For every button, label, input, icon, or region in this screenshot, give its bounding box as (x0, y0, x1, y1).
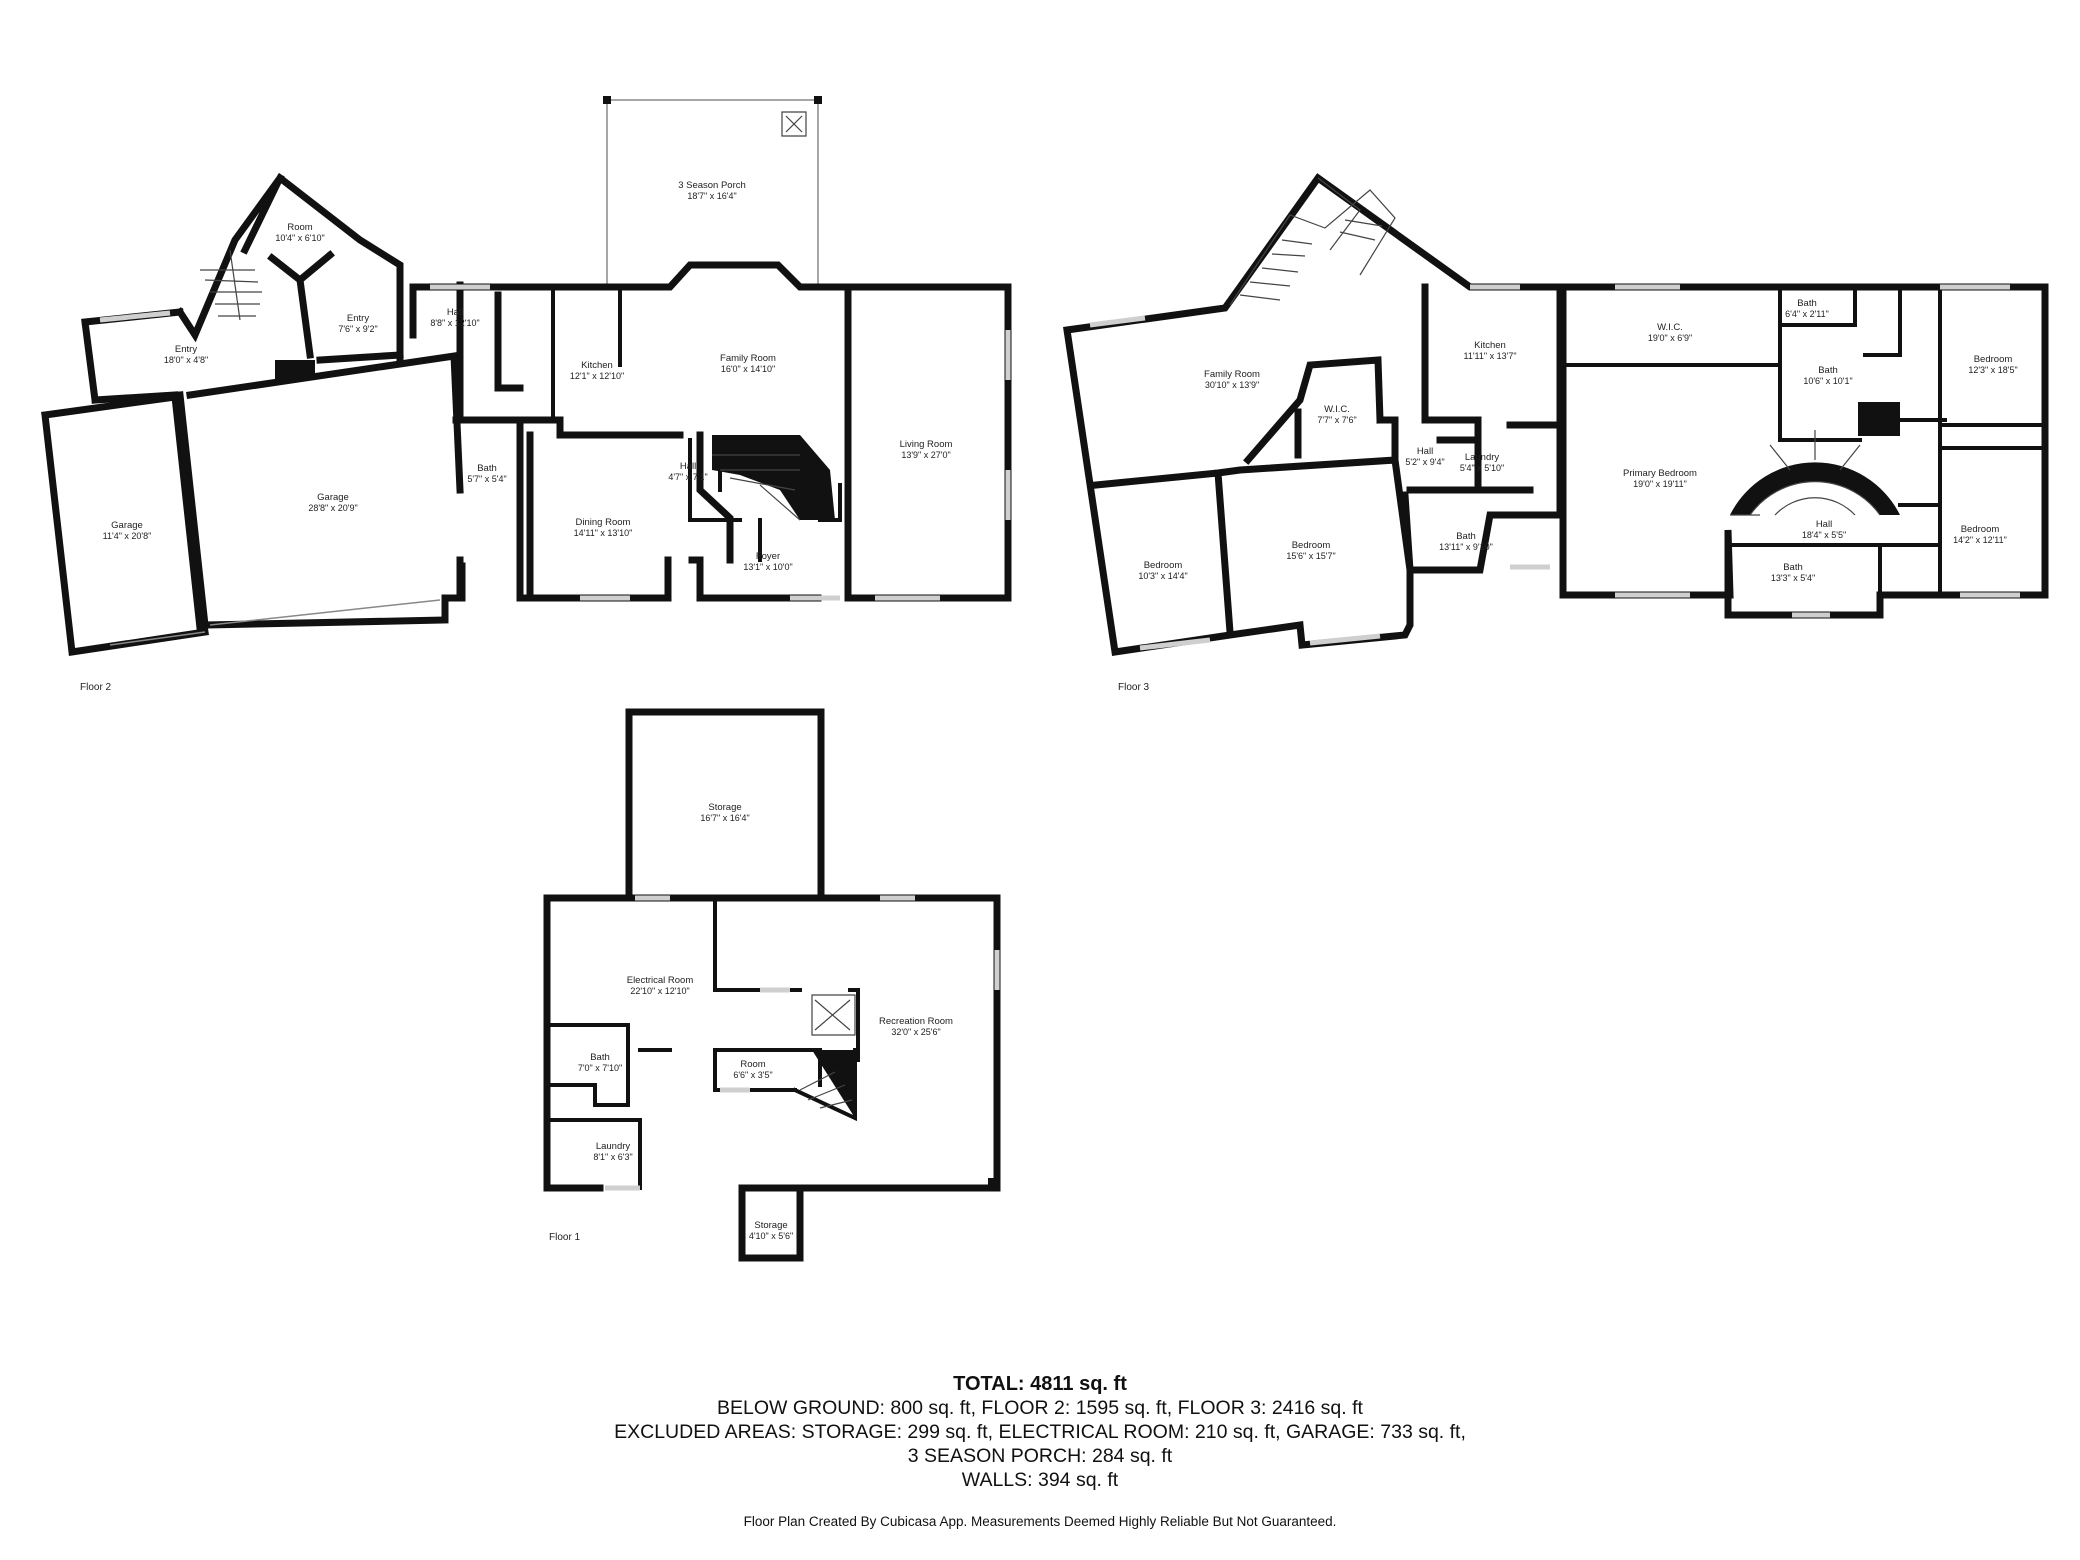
room-name: Bath (1797, 298, 1817, 309)
room-name: Storage (754, 1220, 787, 1231)
room-name: W.I.C. (1657, 322, 1683, 333)
room-dimensions: 13'1" x 10'0" (743, 562, 792, 572)
room-dimensions: 28'8" x 20'9" (308, 503, 357, 513)
floor-3-label: Floor 3 (1118, 682, 1150, 693)
room-dimensions: 5'2" x 9'4" (1405, 457, 1444, 467)
room-dimensions: 18'4" x 5'5" (1802, 530, 1846, 540)
room-dimensions: 8'8" x 12'10" (430, 318, 479, 328)
floor-areas: BELOW GROUND: 800 sq. ft, FLOOR 2: 1595 … (717, 1397, 1363, 1419)
room-name: Family Room (1204, 369, 1260, 380)
room-dimensions: 13'3" x 5'4" (1771, 573, 1815, 583)
room-dimensions: 15'6" x 15'7" (1286, 551, 1335, 561)
room-dimensions: 6'6" x 3'5" (733, 1070, 772, 1080)
room-name: Storage (708, 802, 741, 813)
room-name: Laundry (1465, 452, 1500, 463)
room-name: Bedroom (1961, 524, 2000, 535)
room-dimensions: 7'7" x 7'6" (1317, 415, 1356, 425)
room-name: Electrical Room (627, 975, 694, 986)
room-dimensions: 4'7" x 7'1" (668, 472, 707, 482)
room-name: Recreation Room (879, 1016, 953, 1027)
floor-1-label: Floor 1 (549, 1232, 581, 1243)
floor-1-plan: Storage 16'7" x 16'4" Electrical Room 22… (543, 708, 1001, 1262)
room-name: Laundry (596, 1141, 631, 1152)
room-name: Bath (1456, 531, 1476, 542)
room-dimensions: 12'1" x 12'10" (570, 371, 624, 381)
room-dimensions: 14'11" x 13'10" (574, 528, 633, 538)
room-name: Room (740, 1059, 765, 1070)
room-name: Bath (477, 463, 497, 474)
room-dimensions: 16'7" x 16'4" (700, 813, 749, 823)
room-name: 3 Season Porch (678, 180, 746, 191)
floor-2-label: Floor 2 (80, 682, 112, 693)
excluded-areas-line-1: EXCLUDED AREAS: STORAGE: 299 sq. ft, ELE… (614, 1421, 1466, 1443)
credit-note: Floor Plan Created By Cubicasa App. Meas… (743, 1514, 1337, 1529)
area-summary: TOTAL: 4811 sq. ft BELOW GROUND: 800 sq.… (0, 1372, 2080, 1492)
total-area: TOTAL: 4811 sq. ft (953, 1373, 1127, 1395)
room-name: Bath (1783, 562, 1803, 573)
garage-walls (41, 351, 464, 657)
room-dimensions: 6'4" x 2'11" (1785, 309, 1829, 319)
room-name: Primary Bedroom (1623, 468, 1697, 479)
room-dimensions: 18'7" x 16'4" (687, 191, 736, 201)
room-dimensions: 18'0" x 4'8" (164, 355, 208, 365)
room-dimensions: 10'3" x 14'4" (1138, 571, 1187, 581)
room-name: Dining Room (576, 517, 631, 528)
room-name: Garage (317, 492, 349, 503)
room-name: Bath (590, 1052, 610, 1063)
room-name: Bedroom (1144, 560, 1183, 571)
room-dimensions: 11'11" x 13'7" (1463, 351, 1516, 361)
room-name: Entry (175, 344, 197, 355)
room-dimensions: 19'0" x 6'9" (1648, 333, 1692, 343)
excluded-areas-line-2: 3 SEASON PORCH: 284 sq. ft (907, 1445, 1173, 1467)
room-dimensions: 13'9" x 27'0" (901, 450, 950, 460)
room-name: Kitchen (581, 360, 613, 371)
room-name: W.I.C. (1324, 404, 1350, 415)
room-dimensions: 10'4" x 6'10" (275, 233, 324, 243)
floor-3-east-walls (1559, 283, 2049, 619)
room-name: Kitchen (1474, 340, 1506, 351)
room-dimensions: 8'1" x 6'3" (593, 1152, 632, 1162)
room-dimensions: 12'3" x 18'5" (1968, 365, 2017, 375)
walls-area: WALLS: 394 sq. ft (961, 1469, 1119, 1491)
room-name: Hall (1816, 519, 1832, 530)
room-dimensions: 30'10" x 13'9" (1205, 380, 1259, 390)
room-name: Family Room (720, 353, 776, 364)
room-dimensions: 5'4" x 5'10" (1460, 463, 1504, 473)
floor-3-plan: Family Room 30'10" x 13'9" Kitchen 11'11… (1063, 173, 2049, 693)
room-name: Bath (1818, 365, 1838, 376)
room-name: Hall (1417, 446, 1433, 457)
room-dimensions: 7'6" x 9'2" (338, 324, 377, 334)
main-house-walls (409, 261, 1012, 602)
room-dimensions: 32'0" x 25'6" (891, 1027, 940, 1037)
room-dimensions: 4'10" x 5'6" (749, 1231, 793, 1241)
room-dimensions: 14'2" x 12'11" (1953, 535, 2007, 545)
room-dimensions: 5'7" x 5'4" (467, 474, 506, 484)
room-name: Garage (111, 520, 143, 531)
room-name: Entry (347, 313, 369, 324)
room-name: Bedroom (1974, 354, 2013, 365)
floor-2-plan: 3 Season Porch 18'7" x 16'4" Room 10'4" … (41, 96, 1012, 693)
room-dimensions: 13'11" x 9'10" (1439, 542, 1493, 552)
room-dimensions: 19'0" x 19'11" (1633, 479, 1687, 489)
room-name: Foyer (756, 551, 780, 562)
room-dimensions: 7'0" x 7'10" (578, 1063, 622, 1073)
room-name: Living Room (900, 439, 953, 450)
floor-3-west-walls (1063, 173, 1564, 656)
room-dimensions: 11'4" x 20'8" (103, 531, 152, 541)
room-name: Hall (447, 307, 463, 318)
floor-1-walls (543, 708, 1001, 1192)
room-dimensions: 10'6" x 10'1" (1803, 376, 1852, 386)
room-name: Room (287, 222, 312, 233)
room-dimensions: 16'0" x 14'10" (721, 364, 775, 374)
entry-wing-walls (81, 173, 404, 404)
room-dimensions: 22'10" x 12'10" (630, 986, 689, 996)
room-name: Bedroom (1292, 540, 1331, 551)
room-name: Hall (680, 461, 696, 472)
